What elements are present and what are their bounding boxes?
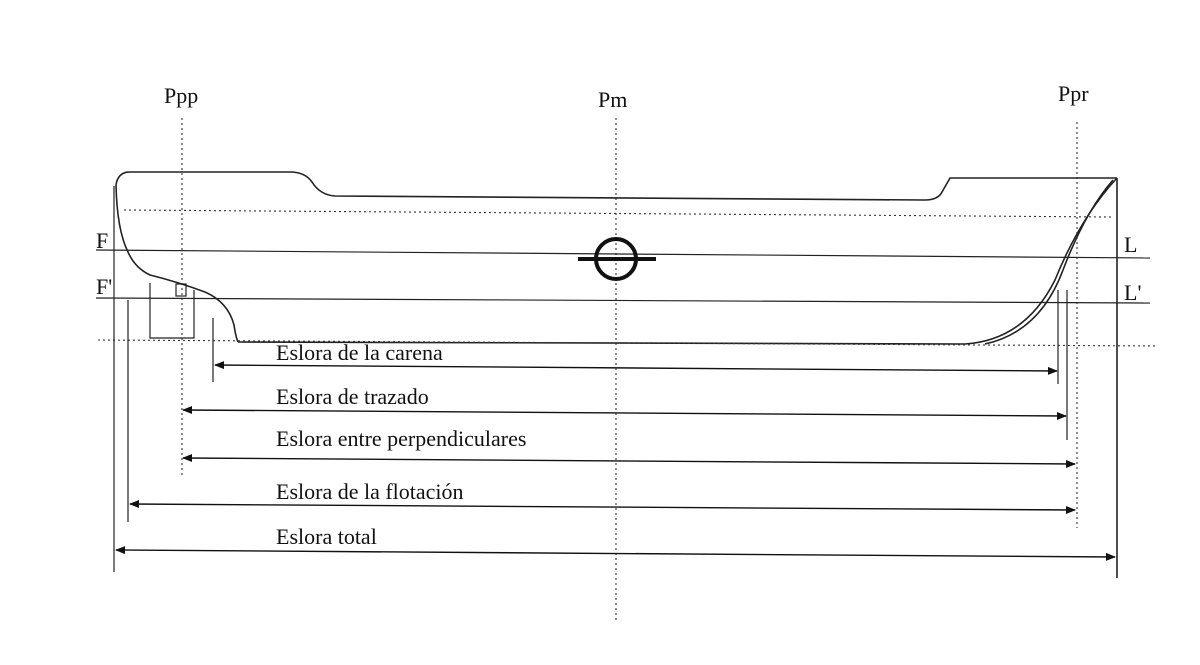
flotacion-label: Eslora de la flotación [276, 479, 464, 504]
perpendiculares-label: Eslora entre perpendiculares [276, 426, 526, 451]
pm-label: Pm [598, 87, 627, 112]
perpendiculares-dimension-arrow [182, 454, 1076, 468]
total-dimension-arrow [115, 546, 1116, 561]
trazado-dimension-arrow [182, 406, 1067, 420]
midship-symbol [578, 237, 656, 281]
baseline-dotted-line [97, 339, 1159, 347]
waterline-f-l [95, 249, 1151, 259]
hull-profile [115, 171, 1118, 578]
f-label: F [96, 228, 108, 253]
ppp-label: Ppp [164, 83, 198, 108]
flotacion-dimension-arrow [129, 500, 1076, 514]
total-label: Eslora total [276, 524, 377, 549]
l-prime-label: L' [1124, 280, 1141, 305]
f-prime-label: F' [96, 274, 112, 299]
deck-reference-line [123, 209, 1113, 218]
trazado-label: Eslora de trazado [276, 384, 429, 409]
carena-label: Eslora de la carena [276, 340, 443, 365]
ppr-label: Ppr [1058, 81, 1089, 106]
waterline-f-prime-l-prime [95, 297, 1151, 304]
l-label: L [1124, 232, 1137, 257]
carena-dimension-arrow [214, 361, 1058, 375]
